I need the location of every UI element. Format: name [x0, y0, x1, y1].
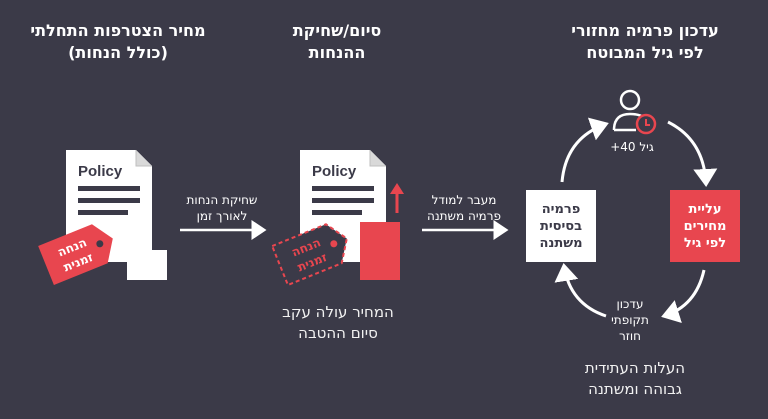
person-clock-icon — [612, 89, 657, 135]
col1-title-line1: מחיר הצטרפות התחלתי — [30, 21, 206, 40]
periodic-line3: חוזר — [618, 329, 642, 343]
arrow2-label-line2: פרמיה משתנה — [427, 209, 501, 223]
cycle-arrow-bottom-right — [661, 269, 706, 323]
col1-title-line2: (כולל הנחות) — [68, 43, 168, 62]
doc1-line-3 — [78, 210, 128, 215]
col2-note-line2: סיום ההטבה — [298, 324, 378, 342]
periodic-line1: עדכון — [616, 297, 644, 311]
col3-note: העלות העתידית גבוהה ומשתנה — [560, 358, 710, 400]
rise-box-line3: לפי גיל — [683, 235, 727, 251]
tag1-string — [111, 227, 129, 257]
rise-box-line1: עליית — [688, 201, 722, 217]
doc1-line-2 — [78, 198, 140, 203]
base-box-line1: פרמיה — [541, 201, 581, 217]
periodic-update-label: עדכון תקופתי חוזר — [606, 296, 654, 344]
col2-note-line1: המחיר עולה עקב — [282, 303, 394, 321]
tag2-string — [345, 227, 361, 249]
doc1-label: Policy — [78, 163, 123, 180]
price-rise-box: עליית מחירים לפי גיל — [670, 190, 740, 262]
col2-title-line2: ההנחות — [308, 43, 366, 62]
age-label: גיל 40+ — [610, 140, 654, 154]
periodic-line2: תקופתי — [611, 313, 649, 327]
base-box-line2: בסיסית — [539, 218, 583, 234]
col3-note-line1: העלות העתידית — [584, 359, 686, 377]
arrow1-label: שחיקת הנחות לאורך זמן — [176, 192, 268, 224]
col3-note-line2: גבוהה ומשתנה — [588, 380, 682, 398]
discount-tag-2-faded: הנחה זמנית — [270, 223, 348, 287]
col3-title-line1: עדכון פרמיה מחזורי — [571, 21, 719, 40]
base-premium-box: פרמיה בסיסית משתנה — [526, 190, 596, 262]
col3-title-line2: לפי גיל המבוטח — [586, 43, 704, 62]
doc1-line-1 — [78, 186, 140, 191]
col2-note: המחיר עולה עקב סיום ההטבה — [268, 302, 408, 344]
cycle-arrow-top-right — [667, 120, 718, 187]
price-box-red — [360, 222, 400, 280]
cycle-arrow-top-left — [560, 117, 609, 183]
up-arrow-icon — [390, 183, 404, 194]
col2-title: סיום/שחיקת ההנחות — [262, 20, 412, 64]
arrow1-label-line1: שחיקת הנחות — [186, 193, 258, 207]
col2-title-line1: סיום/שחיקת — [292, 21, 382, 40]
base-box-line3: משתנה — [539, 235, 583, 251]
arrow1-label-line2: לאורך זמן — [196, 209, 248, 223]
col1-title: מחיר הצטרפות התחלתי (כולל הנחות) — [8, 20, 228, 64]
arrow2-label-line1: מעבר למודל — [431, 193, 497, 207]
arrow2-label: מעבר למודל פרמיה משתנה — [418, 192, 510, 224]
col3-title: עדכון פרמיה מחזורי לפי גיל המבוטח — [545, 20, 745, 64]
doc2-line-2 — [312, 198, 374, 203]
doc2-line-1 — [312, 186, 374, 191]
rise-box-line2: מחירים — [683, 218, 727, 234]
cycle-arrow-bottom-left — [554, 263, 607, 318]
price-box-white — [127, 250, 167, 280]
doc2-label: Policy — [312, 163, 357, 180]
discount-tag-1: הנחה זמנית — [38, 224, 113, 285]
doc2-line-3 — [312, 210, 362, 215]
